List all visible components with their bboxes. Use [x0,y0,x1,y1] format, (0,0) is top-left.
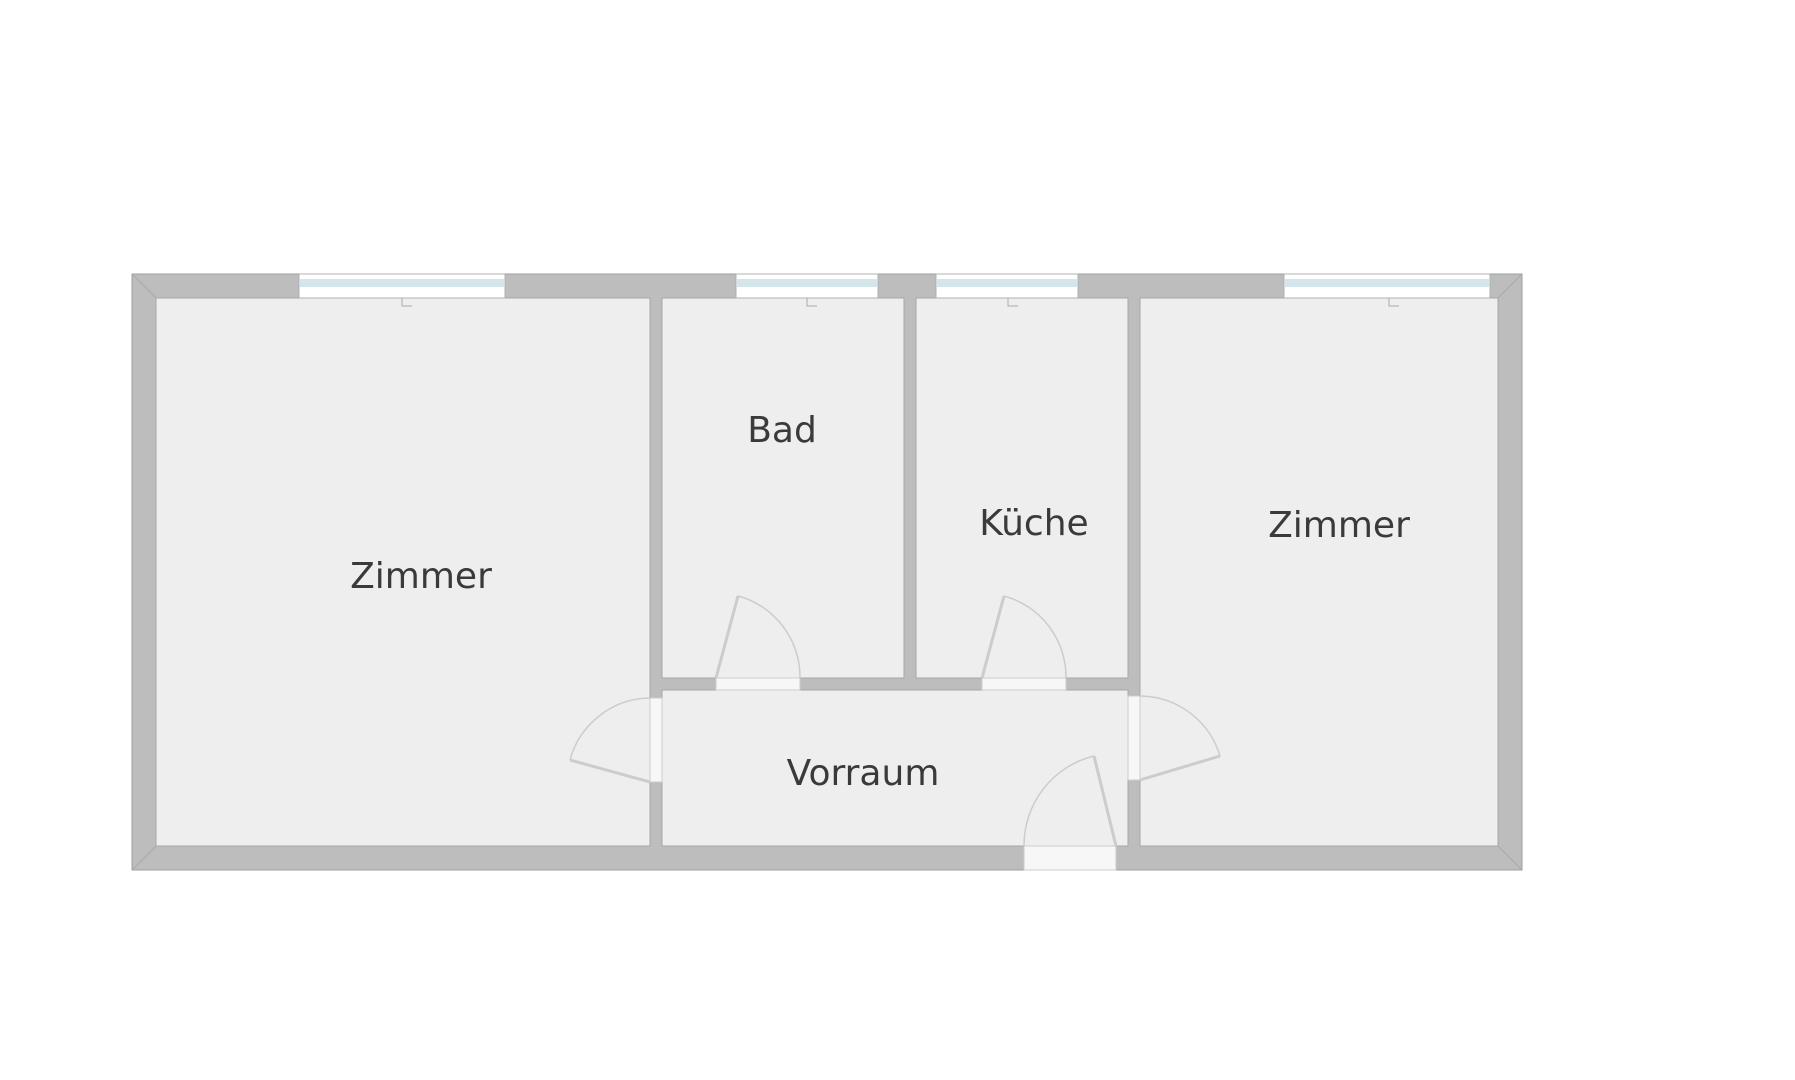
window-bad [735,273,879,307]
room-floor-vorraum [661,689,1129,847]
room-label-vorraum: Vorraum [787,753,940,794]
door-zimmer-left [569,697,663,784]
room-floor-bad [661,297,905,679]
room-label-bad: Bad [747,410,817,451]
door-kueche [980,595,1067,691]
room-floor-zimmer-right [1139,297,1499,847]
room-label-kueche: Küche [979,503,1088,544]
door-entrance [1023,755,1118,871]
window-zimmer-right [1283,273,1491,307]
wall-corner-lines [131,273,1523,871]
room-floor-kueche [915,297,1129,679]
door-zimmer-right [1127,695,1221,782]
window-kueche [935,273,1079,307]
room-label-zimmer-left: Zimmer [350,556,492,597]
window-zimmer-left [298,273,506,307]
room-label-zimmer-right: Zimmer [1268,505,1410,546]
room-floor-zimmer-left [155,297,651,847]
door-bad [714,595,801,691]
